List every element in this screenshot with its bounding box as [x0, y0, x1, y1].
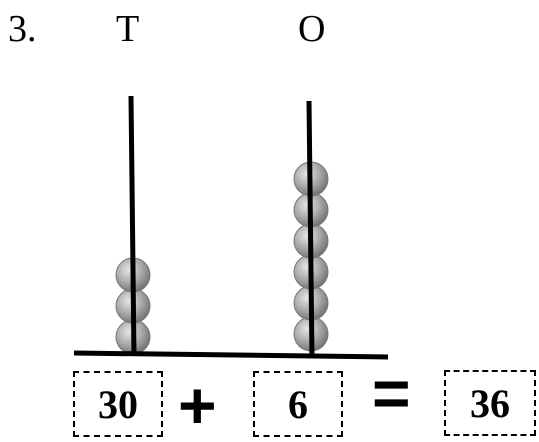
total-box: 36: [444, 370, 536, 436]
ones-column-label: O: [298, 8, 326, 50]
tens-value: 30: [98, 381, 138, 427]
ones-value: 6: [288, 381, 308, 427]
question-number: 3.: [8, 8, 37, 50]
equals-sign: =: [372, 356, 411, 430]
ones-value-box: 6: [253, 371, 343, 437]
abacus-base: [73, 350, 389, 360]
tens-column-label: T: [116, 8, 140, 50]
ones-rod: [306, 100, 315, 359]
total-value: 36: [470, 380, 510, 426]
plus-sign: +: [178, 368, 217, 442]
tens-value-box: 30: [73, 371, 163, 437]
tens-rod: [128, 95, 137, 357]
